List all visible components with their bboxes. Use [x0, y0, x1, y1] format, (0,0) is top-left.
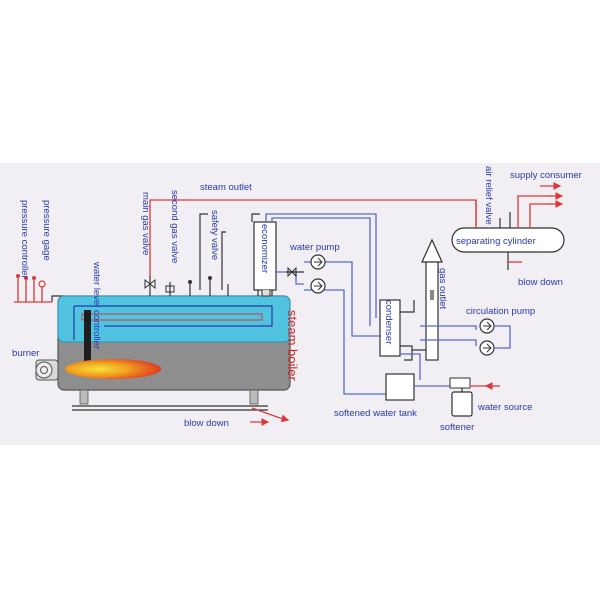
label-circulation-pump: circulation pump — [466, 306, 535, 317]
steam-boiler — [35, 295, 291, 426]
label-main-gas-valve: main gas valve — [140, 192, 151, 255]
label-steam-boiler: steam boiler — [285, 310, 300, 381]
label-second-gas-valve: second gas valve — [169, 190, 180, 263]
label-water-source: water source — [477, 402, 532, 413]
boiler-water-region — [57, 295, 291, 343]
softened-water-tank — [385, 373, 450, 401]
condenser — [379, 299, 421, 380]
water-level-controller-probe — [84, 310, 91, 366]
label-condenser: condenser — [383, 300, 394, 344]
label-economizer: economizer — [259, 224, 270, 273]
label-blow-down-left: blow down — [184, 418, 229, 429]
label-gas-outlet: gas outlet — [437, 268, 448, 310]
softener — [449, 377, 500, 417]
diagram-labels: pressure gage pressure controller main g… — [12, 166, 582, 433]
label-blow-down-right: blow down — [518, 277, 563, 288]
label-safety-valve: safety valve — [209, 210, 220, 260]
burner-flame — [65, 359, 161, 379]
gas-outlet-chimney — [412, 238, 443, 361]
label-steam-outlet: steam outlet — [200, 182, 252, 193]
label-softened-water-tank: softened water tank — [334, 408, 417, 419]
circulation-pump-icon — [420, 318, 511, 356]
economizer — [253, 221, 277, 297]
boiler-top-valves — [144, 213, 260, 296]
label-water-pump: water pump — [289, 242, 340, 253]
burner-icon — [35, 359, 59, 381]
label-pressure-gage: pressure gage — [41, 200, 52, 261]
label-pressure-controller: pressure controller — [19, 200, 30, 279]
label-supply-consumer: supply consumer — [510, 170, 582, 181]
label-burner: burner — [12, 348, 39, 359]
label-water-level-controller: water level controller — [91, 261, 102, 349]
water-pump-icon — [286, 254, 326, 294]
label-air-relief-valve: air relief valve — [483, 166, 494, 225]
pressure-instruments — [14, 274, 64, 303]
separating-cylinder — [451, 182, 565, 270]
label-softener: softener — [440, 422, 474, 433]
label-separating-cylinder: separating cylinder — [456, 236, 536, 247]
